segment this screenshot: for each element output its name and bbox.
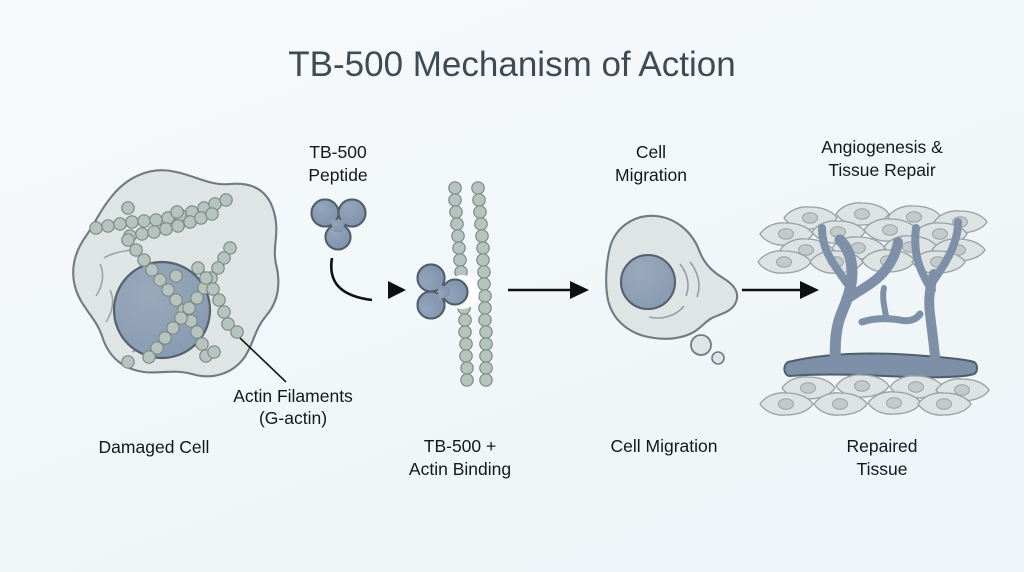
stage-actin-binding: TB-500 + Actin Binding xyxy=(403,181,511,479)
vessel-branch-center xyxy=(841,237,903,305)
migrating-cell-striations xyxy=(648,261,700,319)
migration-vesicle-large xyxy=(690,334,712,356)
actin-binding-label-line-2: Actin Binding xyxy=(409,459,511,479)
vessel-branch-upper-right-b xyxy=(930,218,962,284)
arrow-to-tissue-repair xyxy=(742,281,819,299)
blood-vessel-network xyxy=(783,218,978,379)
tb500-peptide-molecule xyxy=(310,185,367,251)
arrow-to-actin-binding xyxy=(286,281,406,299)
stage-tissue-repair: Angiogenesis & Tissue Repair xyxy=(757,137,990,479)
vessel-branch-upper-right-a xyxy=(911,224,936,294)
stage-damaged-cell: Actin Filaments (G-actin) Damaged Cell xyxy=(72,169,353,457)
vessel-trunk xyxy=(783,352,978,379)
vessel-branch-upper-left xyxy=(818,224,853,290)
repaired-tissue-label-line-1: Repaired xyxy=(846,436,917,456)
damaged-cell-label: Damaged Cell xyxy=(99,437,210,457)
tb500-peptide-label-line-2: Peptide xyxy=(308,165,367,185)
repaired-tissue-label-line-2: Tissue xyxy=(857,459,908,479)
cell-migration-top-label-line-2: Migration xyxy=(615,165,687,185)
actin-annotation-line-1: Actin Filaments xyxy=(233,386,353,406)
migrating-cell-nucleus xyxy=(619,253,677,311)
tissue-cell-layer-bottom xyxy=(759,374,990,416)
actin-annotation-leader-line xyxy=(239,337,287,383)
arrow-to-cell-migration xyxy=(508,281,589,299)
page-title: TB-500 Mechanism of Action xyxy=(288,45,735,84)
cell-migration-bottom-label: Cell Migration xyxy=(611,436,718,456)
tb500-peptide-label-line-1: TB-500 xyxy=(309,142,367,162)
tissue-repair-top-label-line-2: Tissue Repair xyxy=(828,160,935,180)
vessel-branch-mid xyxy=(858,310,924,326)
migration-vesicle-small xyxy=(711,351,725,365)
vessel-branch-stub xyxy=(880,285,889,319)
cell-migration-top-label-line-1: Cell xyxy=(636,142,666,162)
stage-cell-migration: Cell Migration Cell Migration xyxy=(605,142,739,456)
stage-tb500-peptide: TB-500 Peptide xyxy=(308,142,373,302)
tissue-repair-top-label-line-1: Angiogenesis & xyxy=(821,137,943,157)
actin-annotation-line-2: (G-actin) xyxy=(259,408,327,428)
peptide-entry-arrow xyxy=(329,257,373,302)
damaged-cell-nucleus xyxy=(112,260,212,360)
actin-binding-label-line-1: TB-500 + xyxy=(424,436,496,456)
